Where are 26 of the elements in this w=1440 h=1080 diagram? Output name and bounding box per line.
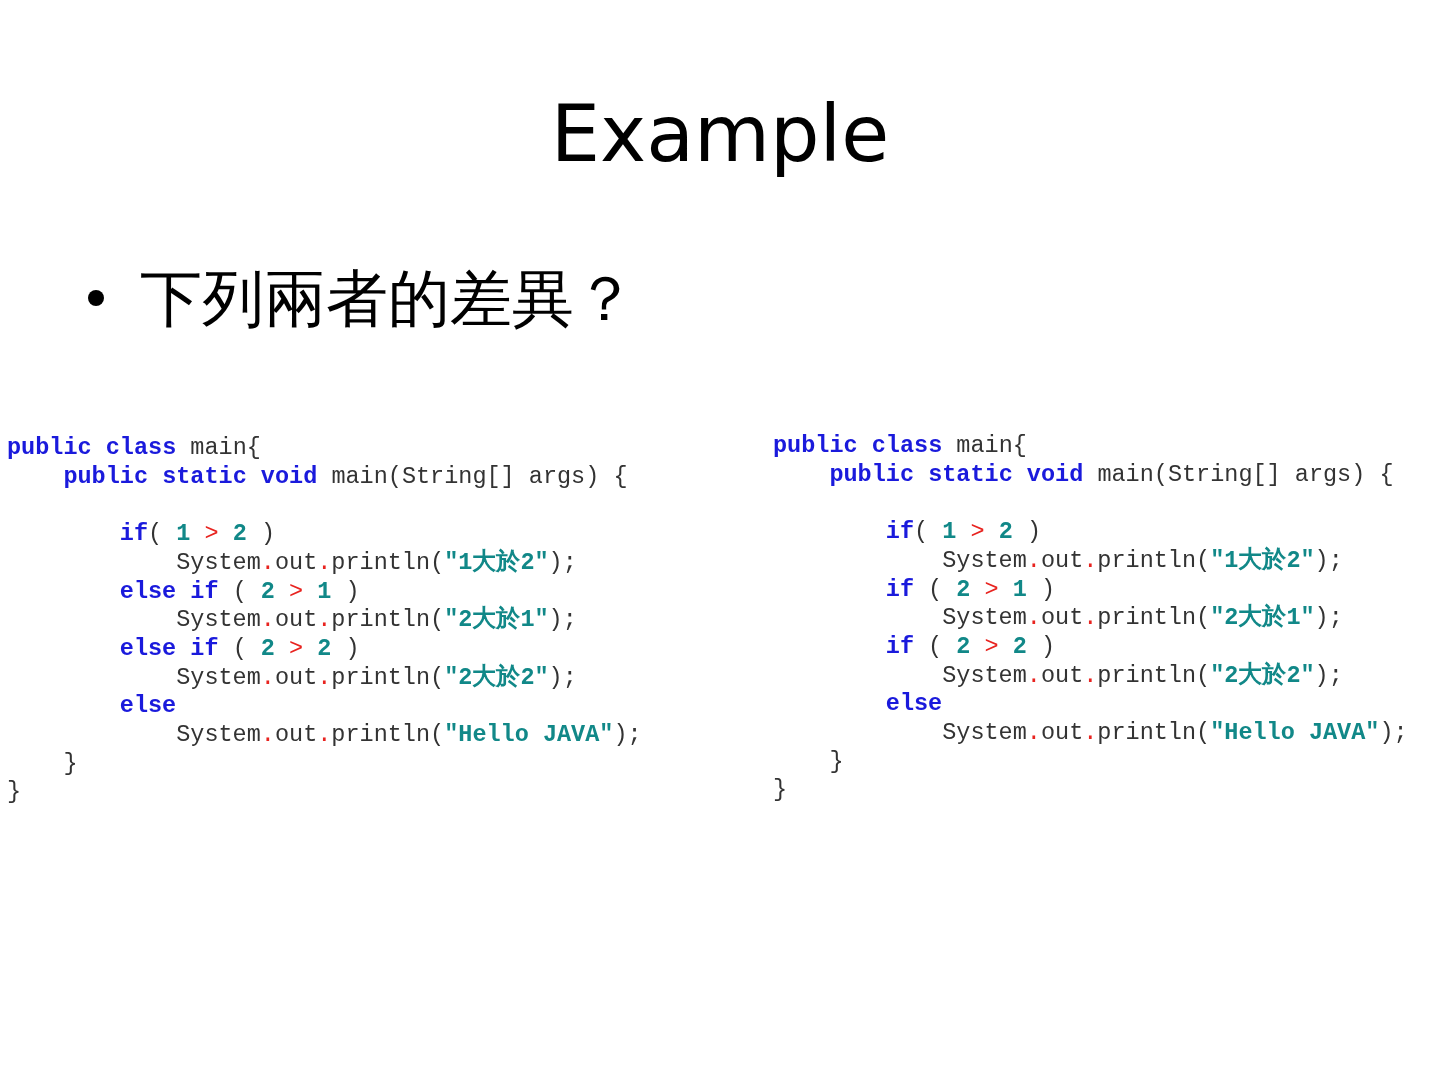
code-line: System.out.println("1大於2");	[176, 548, 577, 577]
code-line: public static void main(String[] args) {	[63, 462, 628, 491]
code-line: System.out.println("1大於2");	[942, 546, 1343, 575]
code-line: if( 1 > 2 )	[885, 518, 1041, 547]
code-line: if ( 2 > 1 )	[885, 575, 1056, 604]
code-line: if( 1 > 2 )	[119, 520, 275, 549]
code-line: if ( 2 > 2 )	[885, 632, 1056, 661]
code-line: System.out.println("2大於1");	[942, 604, 1343, 633]
code-line: }	[829, 747, 844, 776]
code-line: System.out.println("2大於2");	[176, 663, 577, 692]
code-line: System.out.println("2大於1");	[176, 606, 577, 635]
code-line: else if ( 2 > 1 )	[119, 577, 360, 606]
code-line: else	[885, 690, 943, 719]
code-line: }	[63, 749, 78, 778]
code-line: System.out.println("2大於2");	[942, 661, 1343, 690]
bullet-text: 下列兩者的差異？	[140, 262, 636, 337]
code-line: }	[7, 778, 22, 807]
code-line: public class main{	[7, 434, 261, 462]
code-line: public class main{	[773, 432, 1027, 460]
code-line: else if ( 2 > 2 )	[119, 634, 360, 663]
code-line: System.out.println("Hello JAVA");	[176, 721, 642, 749]
code-line: else	[119, 692, 177, 721]
code-line: public static void main(String[] args) {	[829, 460, 1394, 489]
code-line: System.out.println("Hello JAVA");	[942, 719, 1408, 747]
slide-title: Example	[549, 92, 891, 178]
code-line: }	[773, 776, 788, 805]
